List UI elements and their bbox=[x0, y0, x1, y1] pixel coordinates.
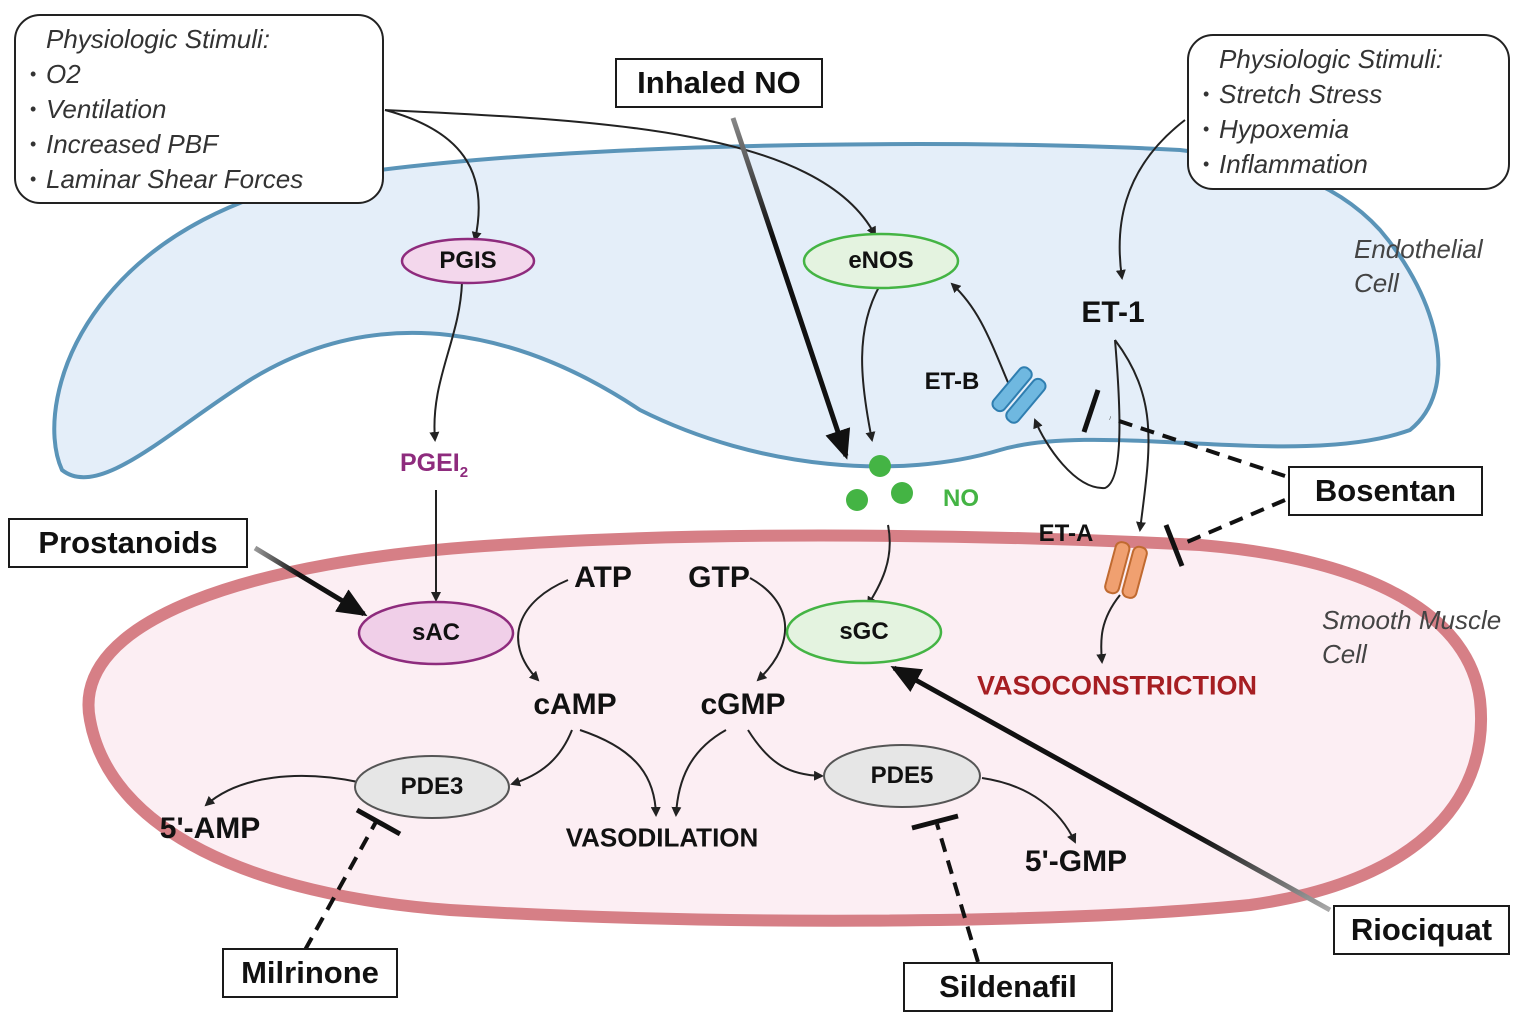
arrow-camp-to-vasodilation bbox=[579, 729, 661, 817]
pgei2-subscript: 2 bbox=[459, 464, 469, 481]
stimuli-left-item: O2 bbox=[30, 57, 368, 92]
bosentan-inhibit-eta bbox=[1179, 498, 1286, 547]
endothelial-cell bbox=[52, 142, 1441, 480]
vasoconstriction-label: VASOCONSTRICTION bbox=[976, 670, 1258, 701]
endothelial-cell-label: Endothelial Cell bbox=[1354, 232, 1483, 300]
arrow-cgmp-to-vasodilation bbox=[671, 729, 727, 817]
arrow-camp-to-pde3 bbox=[510, 729, 573, 787]
prostanoids-box: Prostanoids bbox=[8, 518, 248, 568]
arrow-et1-to-etb bbox=[1033, 339, 1121, 490]
arrow-gtp-to-cgmp bbox=[749, 577, 787, 682]
pde5-oval bbox=[823, 744, 981, 808]
etb-receptor bbox=[991, 366, 1047, 424]
no-particle bbox=[846, 489, 868, 511]
arrow-stim-to-pgis bbox=[384, 109, 482, 242]
no-label: NO bbox=[943, 485, 979, 512]
pgei2-label: PGEI2 bbox=[400, 449, 468, 481]
camp-label: cAMP bbox=[533, 688, 617, 721]
etb-label: ET-B bbox=[924, 368, 980, 395]
arrow-etb-to-enos bbox=[950, 282, 1013, 393]
stimuli-right-item: Inflammation bbox=[1203, 147, 1494, 182]
arrow-no-to-sgc bbox=[866, 524, 891, 607]
bosentan-inhibit-etb bbox=[1109, 416, 1286, 478]
arrow-enos-to-no bbox=[861, 284, 881, 442]
arrow-pde3-to-5amp bbox=[204, 774, 359, 807]
arrow-inhaled-no bbox=[730, 117, 851, 460]
pde3-label: PDE3 bbox=[400, 773, 464, 800]
sac-oval bbox=[357, 600, 515, 666]
enos-oval bbox=[802, 232, 960, 290]
arrow-stim-to-enos bbox=[384, 109, 876, 237]
bosentan-inhibit-etb-bar bbox=[1081, 389, 1101, 433]
pde3-oval bbox=[354, 755, 510, 819]
vasodilation-label: VASODILATION bbox=[565, 822, 759, 853]
stimuli-left-item: Ventilation bbox=[30, 92, 368, 127]
bosentan-box: Bosentan bbox=[1288, 466, 1483, 516]
gtp-label: GTP bbox=[688, 561, 750, 594]
milrinone-box: Milrinone bbox=[222, 948, 398, 998]
arrow-cgmp-to-pde5 bbox=[747, 729, 824, 781]
enos-label: eNOS bbox=[848, 247, 914, 274]
sildenafil-box: Sildenafil bbox=[903, 962, 1113, 1012]
milrinone-inhibit bbox=[303, 819, 379, 951]
stimuli-left-box: Physiologic Stimuli: O2 Ventilation Incr… bbox=[14, 14, 384, 204]
smooth-label-line1: Smooth Muscle bbox=[1322, 605, 1502, 635]
et1-label: ET-1 bbox=[1081, 296, 1145, 329]
stimuli-right-title: Physiologic Stimuli: bbox=[1219, 44, 1443, 74]
sildenafil-inhibit bbox=[935, 823, 980, 963]
stimuli-right-item: Stretch Stress bbox=[1203, 77, 1494, 112]
eta-receptor bbox=[1104, 541, 1148, 599]
sildenafil-inhibit-bar bbox=[911, 813, 959, 831]
arrow-pde5-to-5gmp bbox=[981, 777, 1077, 844]
stimuli-left-list: O2 Ventilation Increased PBF Laminar She… bbox=[30, 57, 368, 197]
stimuli-left-item: Laminar Shear Forces bbox=[30, 162, 368, 197]
stimuli-right-item: Hypoxemia bbox=[1203, 112, 1494, 147]
sgc-oval bbox=[785, 599, 943, 665]
stimuli-right-list: Stretch Stress Hypoxemia Inflammation bbox=[1203, 77, 1494, 182]
arrow-et1-to-eta bbox=[1114, 339, 1150, 532]
endothelial-label-line2: Cell bbox=[1354, 268, 1399, 298]
riociquat-box: Riociquat bbox=[1333, 905, 1510, 955]
amp5-label: 5'-AMP bbox=[159, 812, 261, 845]
smooth-muscle-cell-label: Smooth Muscle Cell bbox=[1322, 603, 1501, 671]
inhaled-no-box: Inhaled NO bbox=[615, 58, 823, 108]
no-particle bbox=[869, 455, 891, 477]
smooth-label-line2: Cell bbox=[1322, 639, 1367, 669]
arrow-prostanoids bbox=[253, 545, 368, 617]
gmp5-label: 5'-GMP bbox=[1024, 845, 1128, 878]
pgis-oval bbox=[400, 237, 536, 285]
sac-label: sAC bbox=[411, 619, 461, 646]
arrow-eta-to-vasoconstriction bbox=[1096, 594, 1121, 664]
milrinone-inhibit-bar bbox=[355, 807, 402, 837]
arrow-riociquat bbox=[890, 665, 1332, 913]
pgis-label: PGIS bbox=[439, 247, 497, 274]
endothelial-label-line1: Endothelial bbox=[1354, 234, 1483, 264]
smooth-muscle-cell bbox=[82, 529, 1487, 927]
eta-label: ET-A bbox=[1038, 520, 1094, 547]
stimuli-left-title: Physiologic Stimuli: bbox=[46, 24, 270, 54]
stimuli-right-box: Physiologic Stimuli: Stretch Stress Hypo… bbox=[1187, 34, 1510, 190]
pde5-label: PDE5 bbox=[870, 762, 934, 789]
arrow-pgis-to-pgei2 bbox=[429, 281, 463, 442]
stimuli-left-item: Increased PBF bbox=[30, 127, 368, 162]
atp-label: ATP bbox=[574, 561, 632, 594]
arrow-atp-to-camp bbox=[517, 579, 569, 682]
cgmp-label: cGMP bbox=[700, 688, 786, 721]
sgc-label: sGC bbox=[839, 618, 889, 645]
bosentan-inhibit-eta-bar bbox=[1163, 524, 1185, 567]
pgei2-text: PGEI bbox=[399, 449, 460, 477]
no-particle bbox=[891, 482, 913, 504]
arrow-stim-to-et1 bbox=[1115, 119, 1186, 280]
